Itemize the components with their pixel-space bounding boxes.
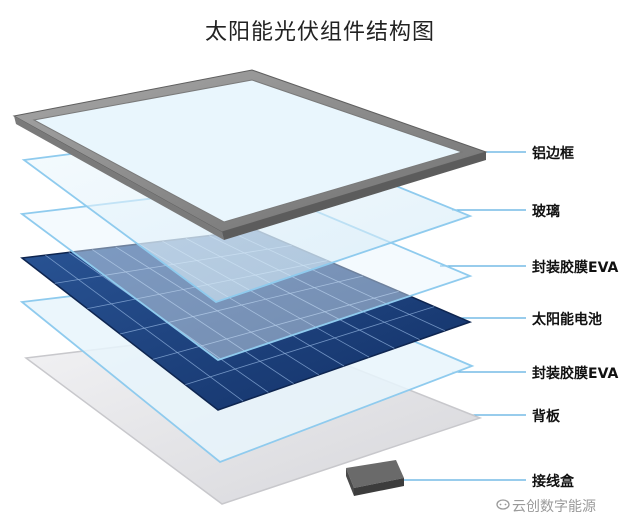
diagram-title: 太阳能光伏组件结构图 <box>204 20 435 45</box>
label-junction-box: 接线盒 <box>532 474 574 490</box>
junction-box <box>346 460 404 496</box>
watermark-text: 云创数字能源 <box>512 499 596 515</box>
label-solar-cells: 太阳能电池 <box>532 312 602 328</box>
cell-grid-line <box>119 275 364 335</box>
label-eva-bottom: 封装胶膜EVA <box>532 366 619 382</box>
chat-bubble-icon <box>496 499 510 515</box>
label-backsheet: 背板 <box>532 409 560 425</box>
cell-grid-line <box>152 290 399 360</box>
label-eva-top: 封装胶膜EVA <box>532 260 619 276</box>
label-glass: 玻璃 <box>532 204 560 220</box>
aluminum-frame <box>12 69 488 240</box>
label-aluminum-frame: 铝边框 <box>532 146 574 162</box>
watermark: 云创数字能源 <box>496 496 596 516</box>
cell-grid-line <box>185 306 435 386</box>
